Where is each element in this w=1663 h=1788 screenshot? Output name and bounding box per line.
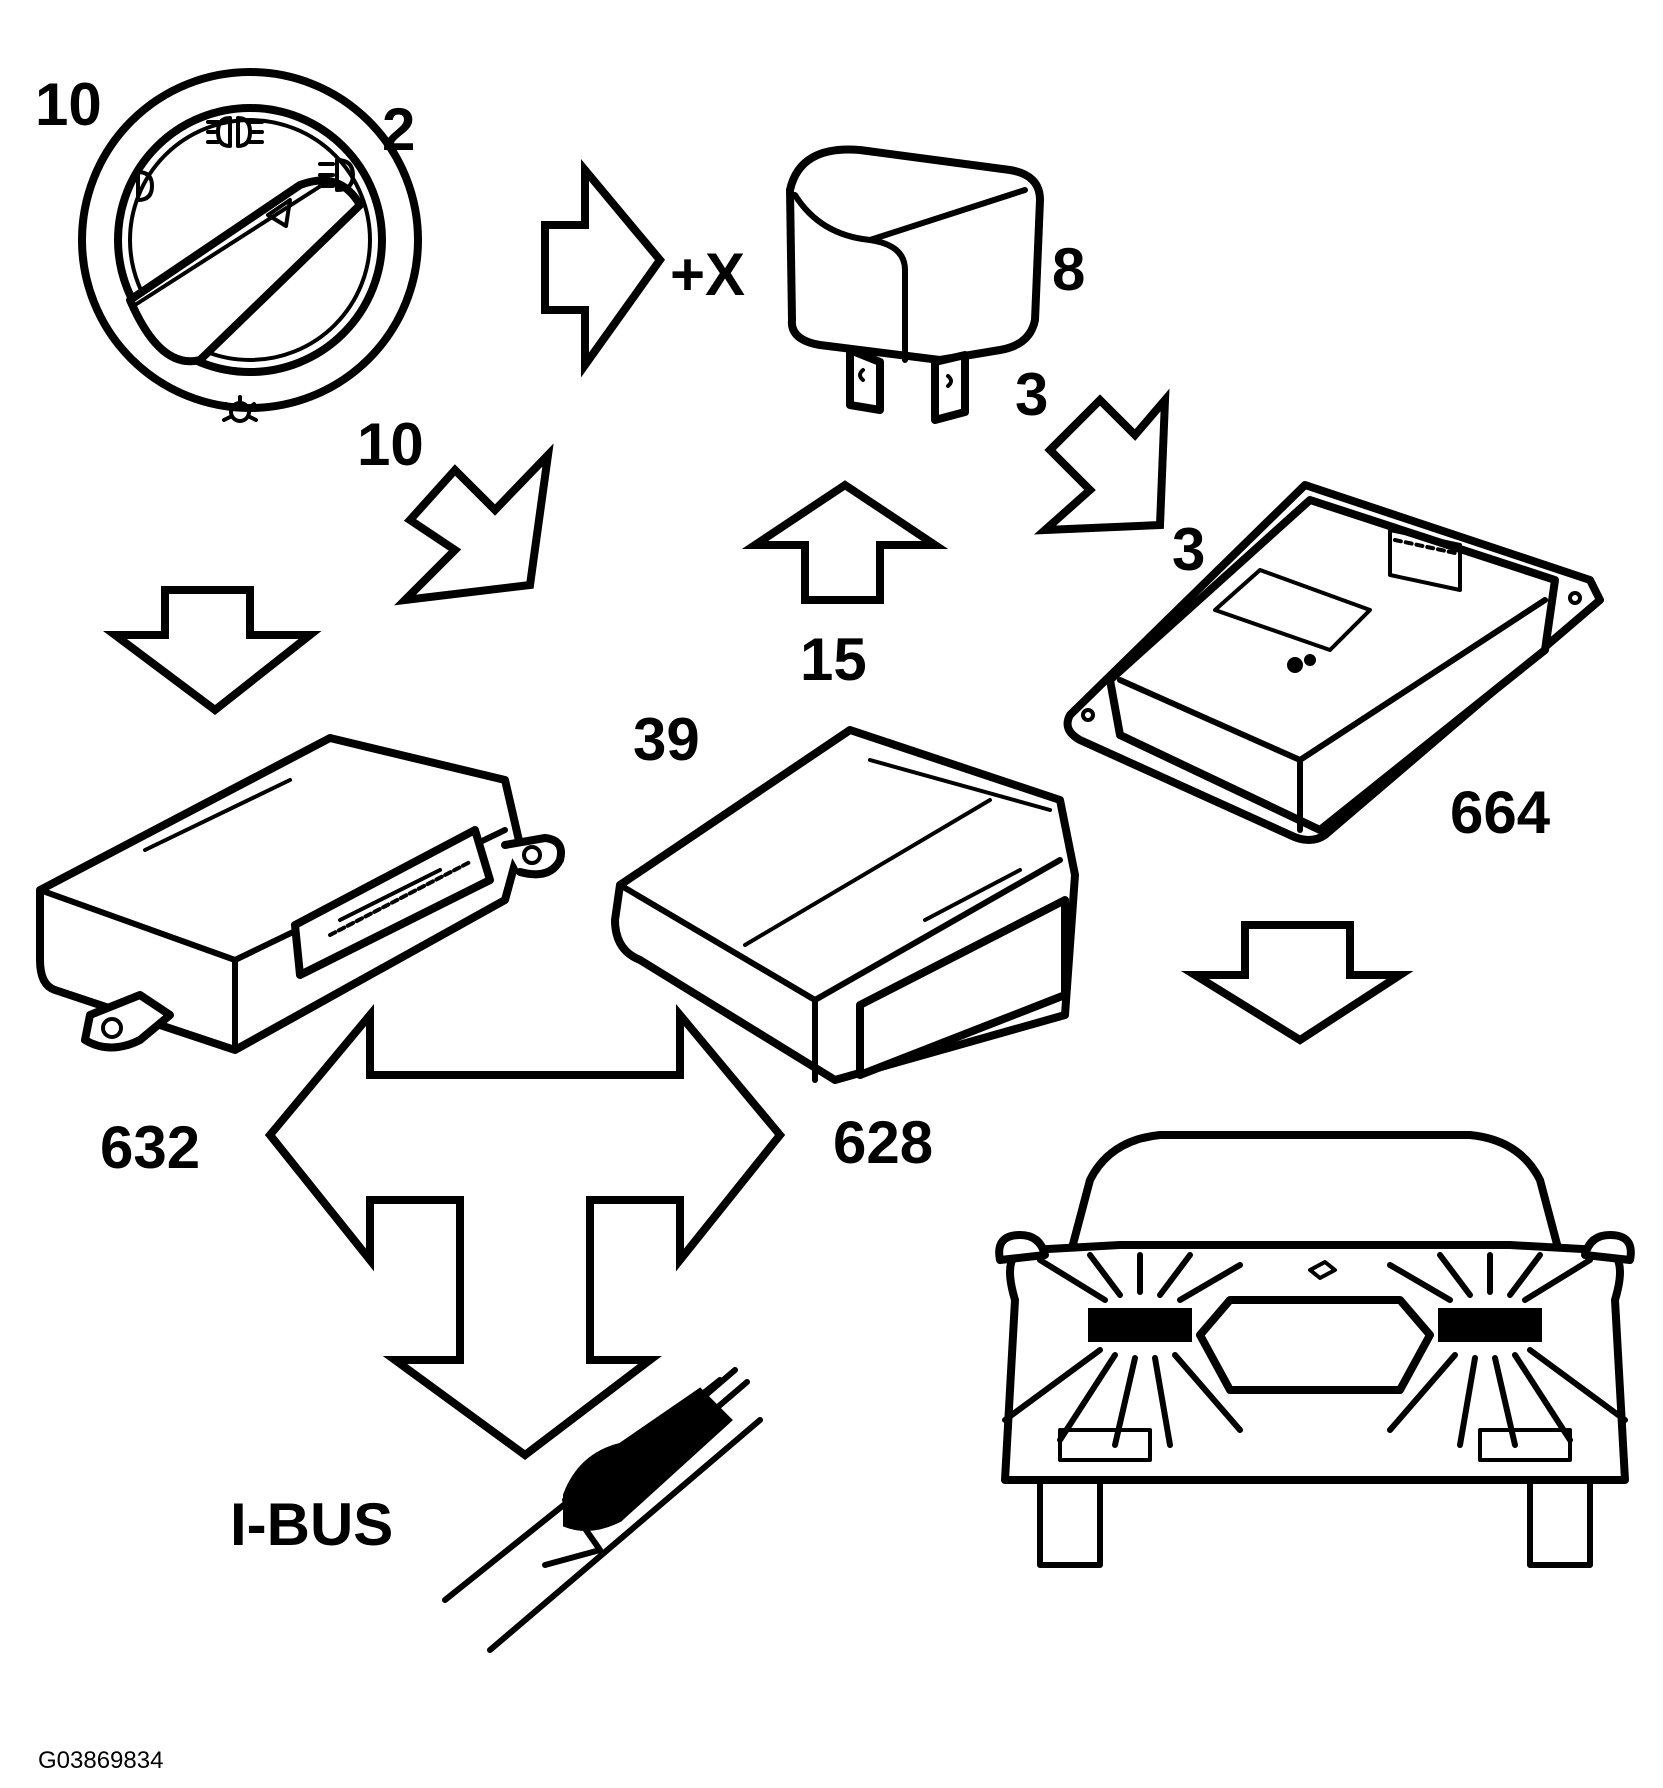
label-switch-10-bottom: 10 [357,411,424,478]
label-switch-10-top: 10 [35,71,102,138]
label-relay-input: +X [670,241,745,308]
arrow-down-to-module-632 [103,586,322,716]
module-628 [611,726,1079,1084]
label-relay-output-3-bottom: 3 [1172,516,1205,583]
label-module-628: 628 [833,1109,933,1176]
i-bus-cable [442,1367,763,1653]
label-module-664: 664 [1450,779,1551,846]
label-switch-2: 2 [382,96,415,163]
module-664 [1063,481,1604,844]
relay [786,145,1044,424]
arrow-down-to-car [1180,921,1414,1045]
module-632 [36,734,565,1054]
car-headlights-on [995,1131,1635,1568]
light-switch [78,68,422,423]
label-ignition-15: 15 [800,626,867,693]
label-39: 39 [633,706,700,773]
label-i-bus: I-BUS [230,1491,393,1558]
arrow-switch-to-relay [541,158,666,378]
label-relay-8: 8 [1052,236,1085,303]
arrow-ignition-up-to-relay [741,480,949,604]
signal-arrows [103,158,1414,1460]
arrow-bidirectional-bus [264,1003,786,1460]
figure-code: G03869834 [38,1747,163,1774]
arrow-switch-to-module-628 [393,443,554,606]
label-relay-output-3-top: 3 [1015,361,1048,428]
label-module-632: 632 [100,1114,200,1181]
arrow-relay-to-module-664 [1033,388,1170,535]
